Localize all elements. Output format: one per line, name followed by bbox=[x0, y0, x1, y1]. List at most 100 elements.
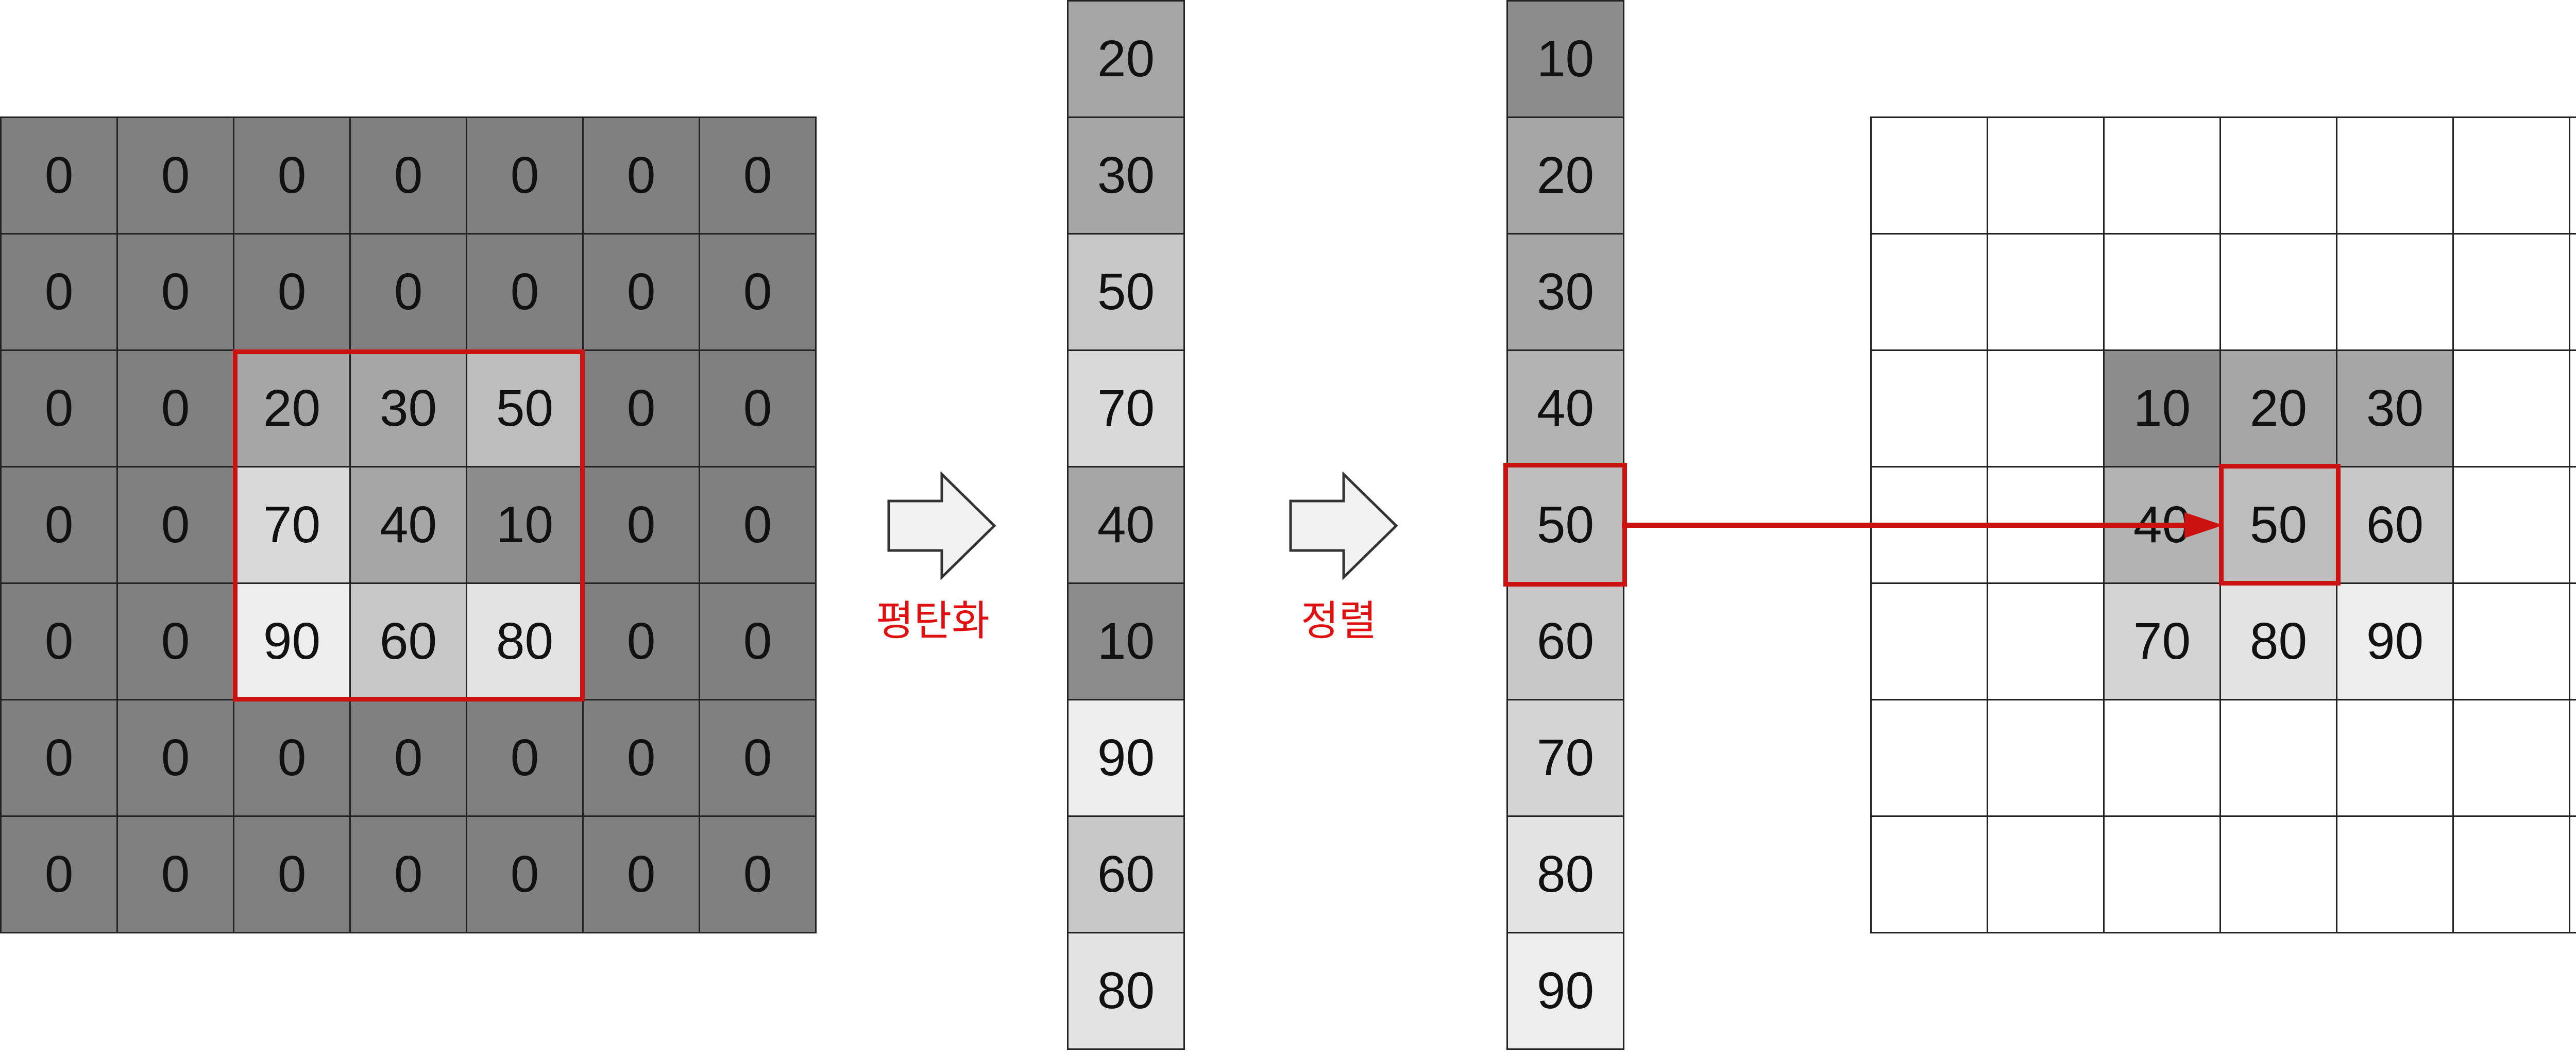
input_matrix-cell: 20 bbox=[233, 349, 351, 467]
input_matrix-cell: 0 bbox=[116, 349, 234, 467]
sorted-cell: 80 bbox=[1506, 815, 1624, 933]
output_matrix-cell: 10 bbox=[2103, 349, 2221, 467]
input_matrix-cell: 0 bbox=[699, 582, 817, 700]
sorted-cell: 20 bbox=[1506, 116, 1624, 235]
output_matrix-cell bbox=[1987, 815, 2105, 933]
output_matrix-cell bbox=[2569, 582, 2576, 700]
output_matrix-cell bbox=[2569, 233, 2576, 351]
input_matrix-cell: 0 bbox=[0, 582, 118, 700]
flattened-cell: 70 bbox=[1067, 349, 1185, 467]
input_matrix-cell: 0 bbox=[582, 466, 700, 584]
output_matrix-cell bbox=[1870, 699, 1988, 817]
output_matrix-cell: 80 bbox=[2219, 582, 2337, 700]
input_matrix-cell: 0 bbox=[0, 349, 118, 467]
input_matrix-cell: 0 bbox=[233, 815, 351, 933]
output_matrix-cell bbox=[2452, 699, 2570, 817]
output_matrix-cell: 60 bbox=[2336, 466, 2454, 584]
input_matrix-cell: 0 bbox=[466, 233, 584, 351]
output_matrix-cell bbox=[2336, 233, 2454, 351]
output_matrix-cell bbox=[2336, 815, 2454, 933]
input_matrix-cell: 0 bbox=[349, 815, 467, 933]
input_matrix-cell: 80 bbox=[466, 582, 584, 700]
input_matrix-cell: 0 bbox=[349, 116, 467, 235]
input_matrix-cell: 0 bbox=[699, 233, 817, 351]
sorted-cell: 50 bbox=[1506, 466, 1624, 584]
input_matrix-cell: 0 bbox=[699, 349, 817, 467]
input_matrix-cell: 10 bbox=[466, 466, 584, 584]
output_matrix-cell bbox=[2452, 582, 2570, 700]
output_matrix-cell bbox=[1987, 582, 2105, 700]
output_matrix-cell bbox=[2452, 233, 2570, 351]
output_matrix-cell bbox=[1870, 815, 1988, 933]
flattened-cell: 30 bbox=[1067, 116, 1185, 235]
output_matrix-cell bbox=[2569, 815, 2576, 933]
output_matrix-cell bbox=[2452, 116, 2570, 235]
input_matrix-cell: 0 bbox=[116, 582, 234, 700]
output_matrix-cell bbox=[2336, 699, 2454, 817]
output_matrix-cell bbox=[1870, 233, 1988, 351]
input-window-highlight bbox=[233, 349, 585, 702]
input_matrix-cell: 0 bbox=[0, 699, 118, 817]
input_matrix-cell: 30 bbox=[349, 349, 467, 467]
input_matrix-cell: 0 bbox=[0, 466, 118, 584]
sorted-cell: 40 bbox=[1506, 349, 1624, 467]
input_matrix-cell: 0 bbox=[582, 116, 700, 235]
output_matrix-cell bbox=[2569, 116, 2576, 235]
input_matrix-cell: 0 bbox=[116, 815, 234, 933]
input_matrix-cell: 0 bbox=[699, 815, 817, 933]
input_matrix-cell: 0 bbox=[582, 699, 700, 817]
output-center-highlight bbox=[2219, 464, 2341, 586]
output_matrix-cell bbox=[2219, 233, 2337, 351]
input_matrix-cell: 50 bbox=[466, 349, 584, 467]
input_matrix-cell: 0 bbox=[116, 699, 234, 817]
output_matrix-cell bbox=[1870, 582, 1988, 700]
sorted-cell: 30 bbox=[1506, 233, 1624, 351]
sorted-cell: 10 bbox=[1506, 0, 1624, 118]
input_matrix-cell: 0 bbox=[466, 815, 584, 933]
input_matrix-cell: 0 bbox=[0, 116, 118, 235]
input_matrix-cell: 0 bbox=[466, 699, 584, 817]
input_matrix-cell: 0 bbox=[582, 815, 700, 933]
sorted-cell: 70 bbox=[1506, 699, 1624, 817]
output_matrix-cell bbox=[2569, 699, 2576, 817]
output_matrix-cell bbox=[1870, 116, 1988, 235]
input_matrix-cell: 0 bbox=[349, 699, 467, 817]
input_matrix-cell: 0 bbox=[699, 466, 817, 584]
input_matrix-cell: 90 bbox=[233, 582, 351, 700]
output_matrix-cell bbox=[2569, 349, 2576, 467]
output_matrix-cell bbox=[2452, 466, 2570, 584]
output_matrix-cell bbox=[2103, 233, 2221, 351]
input_matrix-cell: 0 bbox=[699, 699, 817, 817]
output_matrix-cell bbox=[1987, 699, 2105, 817]
output_matrix-cell bbox=[1870, 466, 1988, 584]
sorted-cell: 90 bbox=[1506, 932, 1624, 1050]
output_matrix-cell bbox=[2103, 116, 2221, 235]
output_matrix-cell bbox=[2219, 815, 2337, 933]
input_matrix-cell: 0 bbox=[233, 116, 351, 235]
output_matrix-cell: 20 bbox=[2219, 349, 2337, 467]
input_matrix-cell: 0 bbox=[699, 116, 817, 235]
sort-arrow-icon bbox=[1289, 472, 1398, 580]
input_matrix-cell: 0 bbox=[0, 815, 118, 933]
output_matrix-cell: 40 bbox=[2103, 466, 2221, 584]
flattened-cell: 50 bbox=[1067, 233, 1185, 351]
input_matrix-cell: 40 bbox=[349, 466, 467, 584]
sort-label: 정렬 bbox=[1301, 597, 1377, 645]
output_matrix-cell bbox=[2452, 815, 2570, 933]
output_matrix-cell bbox=[2219, 116, 2337, 235]
output_matrix-cell bbox=[2103, 699, 2221, 817]
input_matrix-cell: 0 bbox=[0, 233, 118, 351]
input_matrix-cell: 70 bbox=[233, 466, 351, 584]
output_matrix-cell bbox=[2569, 466, 2576, 584]
output_matrix-cell: 70 bbox=[2103, 582, 2221, 700]
flattened-cell: 90 bbox=[1067, 699, 1185, 817]
sorted-cell: 60 bbox=[1506, 582, 1624, 700]
output_matrix-cell bbox=[2452, 349, 2570, 467]
output_matrix-cell bbox=[1987, 349, 2105, 467]
output_matrix-cell bbox=[1870, 349, 1988, 467]
flattened-cell: 40 bbox=[1067, 466, 1185, 584]
output_matrix-cell bbox=[2219, 699, 2337, 817]
flattened-cell: 10 bbox=[1067, 582, 1185, 700]
input_matrix-cell: 0 bbox=[466, 116, 584, 235]
